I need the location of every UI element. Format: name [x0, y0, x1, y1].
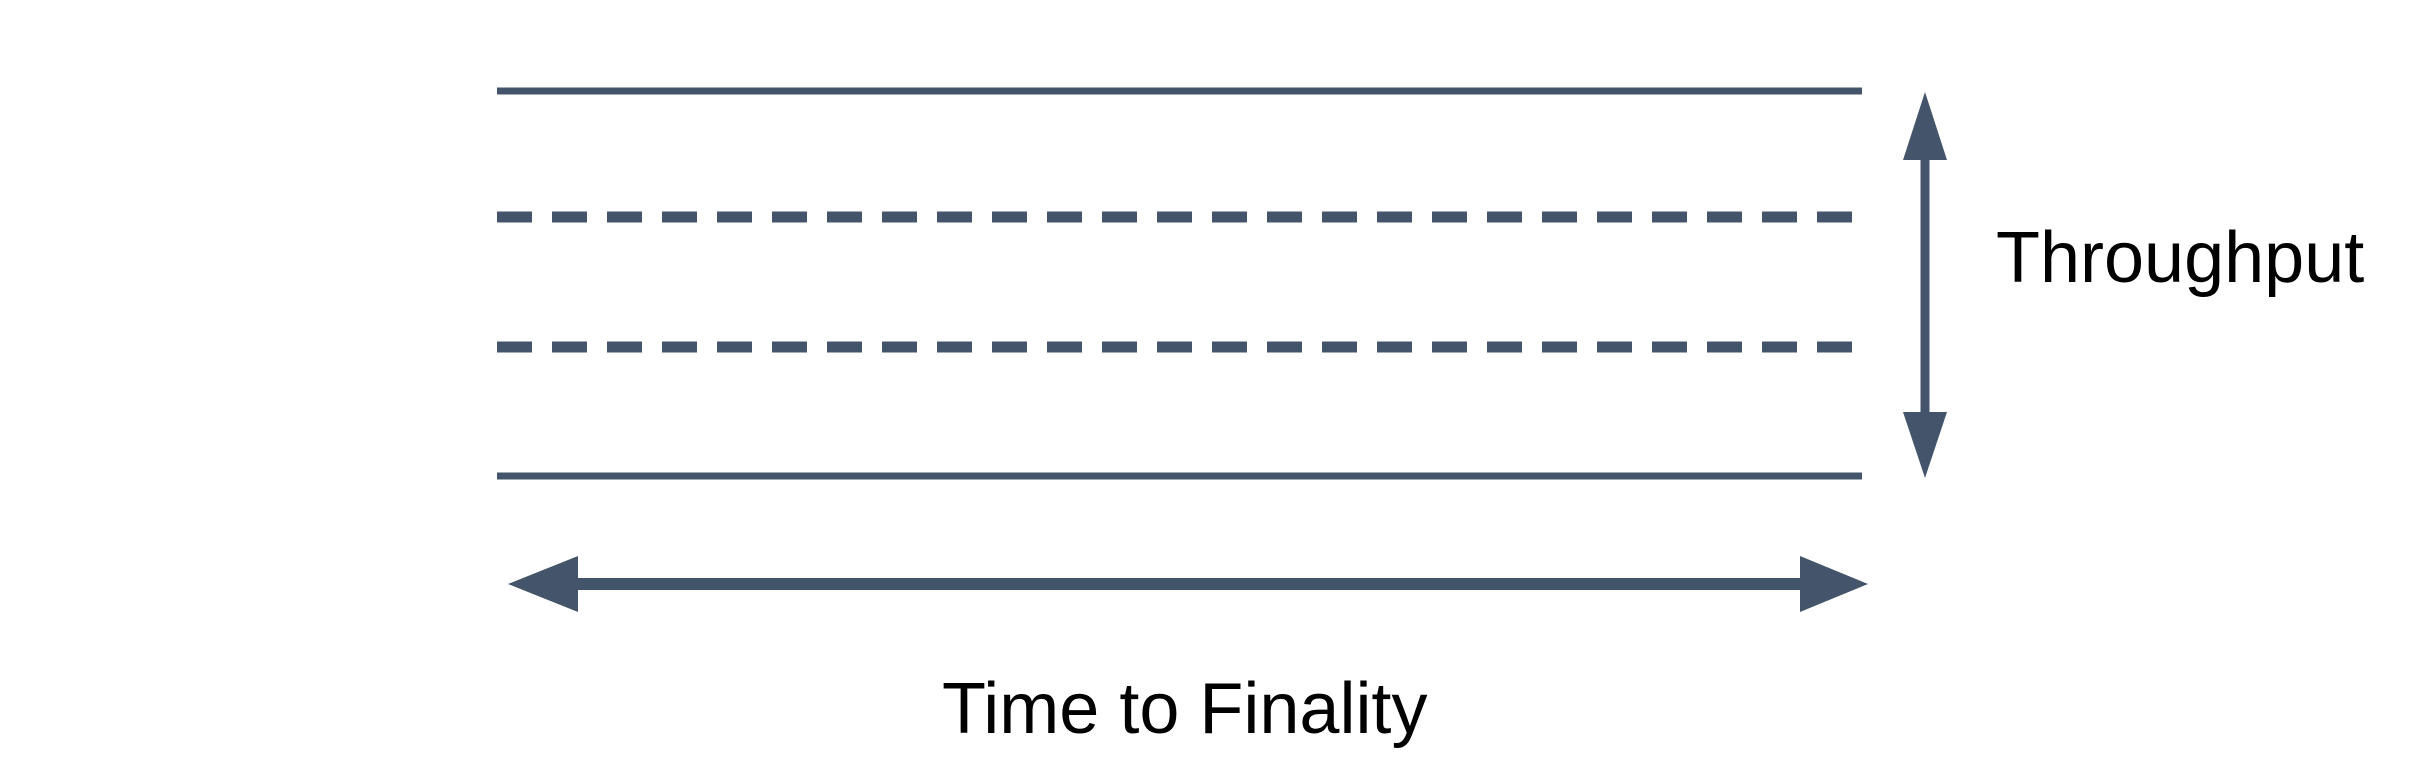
- throughput-measure-arrow: [1903, 92, 1947, 478]
- time-to-finality-measure-arrow: [508, 556, 1868, 612]
- throughput-axis-label: Throughput: [1996, 218, 2365, 298]
- throughput-arrowhead-up: [1903, 92, 1947, 160]
- time-to-finality-axis-label: Time to Finality: [942, 669, 1428, 749]
- time-to-finality-arrowhead-right: [1800, 556, 1868, 612]
- throughput-arrow-shaft: [1920, 150, 1930, 420]
- time-to-finality-arrowhead-left: [508, 556, 578, 612]
- time-to-finality-arrow-shaft: [570, 578, 1806, 590]
- throughput-arrowhead-down: [1903, 412, 1947, 478]
